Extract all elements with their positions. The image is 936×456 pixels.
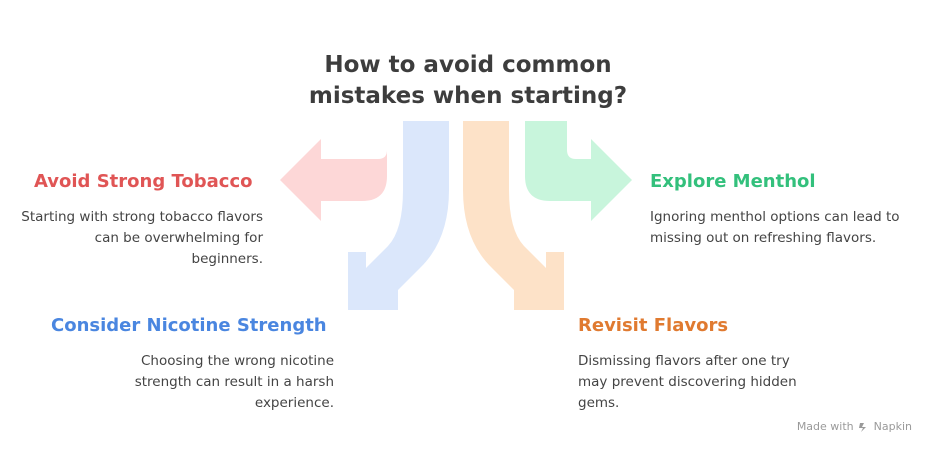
heading-avoid-strong-tobacco: Avoid Strong Tobacco (34, 171, 253, 192)
arrow-avoid-strong-tobacco (280, 121, 387, 221)
title-line-2: mistakes when starting? (308, 83, 628, 109)
napkin-brand-label: Napkin (873, 420, 912, 433)
description-explore-menthol: Ignoring menthol options can lead to mis… (650, 209, 900, 246)
description-revisit-flavors: Dismissing flavors after one try may pre… (578, 353, 797, 411)
arrow-revisit-flavors (463, 121, 564, 310)
napkin-logo-icon (858, 422, 866, 432)
heading-consider-nicotine-strength: Consider Nicotine Strength (51, 315, 327, 336)
description-avoid-strong-tobacco: Starting with strong tobacco flavors can… (21, 209, 263, 267)
heading-explore-menthol: Explore Menthol (650, 171, 816, 192)
description-consider-nicotine-strength: Choosing the wrong nicotine strength can… (134, 353, 334, 411)
made-with-napkin-badge[interactable]: Made with Napkin (797, 420, 912, 433)
arrow-consider-nicotine-strength (348, 121, 449, 310)
arrow-explore-menthol (525, 121, 632, 221)
heading-revisit-flavors: Revisit Flavors (578, 315, 729, 336)
made-with-label: Made with (796, 420, 854, 433)
title-line-1: How to avoid common (324, 52, 612, 78)
diagram-title: How to avoid common mistakes when starti… (0, 50, 936, 112)
